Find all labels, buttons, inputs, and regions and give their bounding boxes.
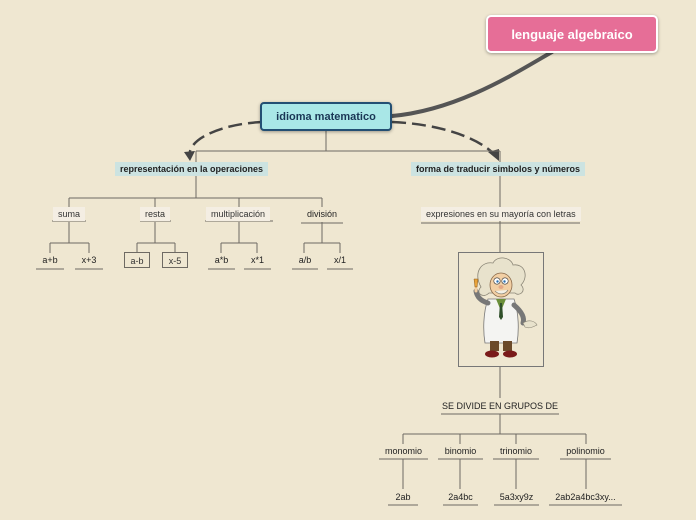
professor-image[interactable]: [458, 252, 544, 367]
example-resta-2[interactable]: x-5: [162, 252, 188, 268]
branch-translate-symbols[interactable]: forma de traducir simbolos y números: [411, 162, 586, 176]
example-trinomio[interactable]: 5a3xy9z: [499, 492, 534, 502]
example-division-2[interactable]: x/1: [333, 255, 346, 265]
group-polinomio[interactable]: polinomio: [566, 446, 605, 456]
right-arrow: [391, 120, 497, 157]
example-binomio[interactable]: 2a4bc: [448, 492, 473, 502]
professor-icon: [473, 257, 538, 358]
left-arrow: [188, 120, 263, 159]
group-binomio[interactable]: binomio: [444, 446, 477, 456]
groups-label[interactable]: SE DIVIDE EN GRUPOS DE: [441, 401, 559, 411]
group-monomio[interactable]: monomio: [384, 446, 422, 456]
example-resta-1[interactable]: a-b: [124, 252, 150, 268]
example-division-1[interactable]: a/b: [298, 255, 312, 265]
example-multiplicacion-2[interactable]: x*1: [250, 255, 264, 265]
left-arrow-head: [184, 151, 195, 161]
right-arrow-head: [488, 149, 499, 161]
group-trinomio[interactable]: trinomio: [499, 446, 532, 456]
operation-multiplicacion[interactable]: multiplicación: [206, 207, 271, 221]
root-connector: [390, 50, 554, 118]
expressions-letters[interactable]: expresiones en su mayoría con letras: [421, 207, 581, 221]
example-suma-2[interactable]: x+3: [81, 255, 97, 265]
operation-division[interactable]: división: [306, 209, 337, 219]
root-topic[interactable]: lenguaje algebraico: [486, 15, 658, 53]
example-monomio[interactable]: 2ab: [395, 492, 411, 502]
example-suma-1[interactable]: a+b: [42, 255, 58, 265]
main-topic[interactable]: idioma matematico: [260, 102, 392, 131]
operation-suma[interactable]: suma: [53, 207, 86, 221]
example-multiplicacion-1[interactable]: a*b: [214, 255, 229, 265]
branch-operations[interactable]: representación en la operaciones: [115, 162, 269, 176]
operation-resta[interactable]: resta: [140, 207, 171, 221]
example-polinomio[interactable]: 2ab2a4bc3xy...: [555, 492, 616, 502]
